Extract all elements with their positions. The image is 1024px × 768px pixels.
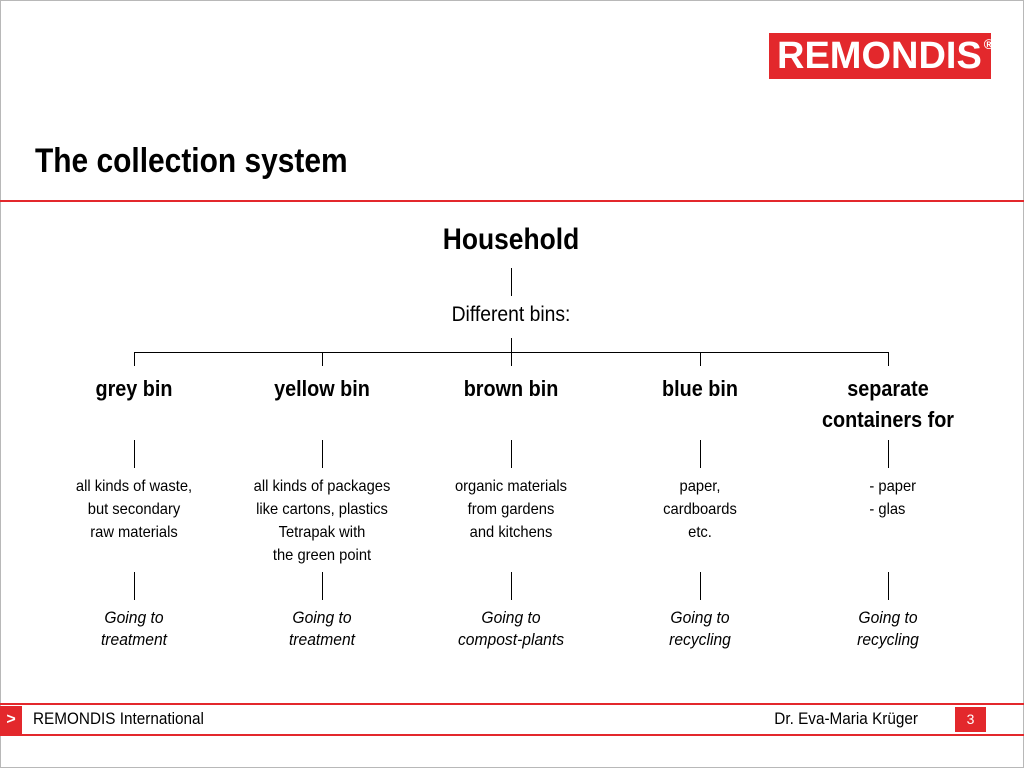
bin-title-separate: separate containers for — [821, 376, 955, 432]
tree-subtitle: Different bins: — [451, 303, 571, 326]
footer-top-rule — [0, 703, 1024, 705]
connector-yellow-2 — [322, 572, 323, 600]
branch-drop-3 — [511, 352, 512, 366]
footer-author: Dr. Eva-Maria Krüger — [774, 709, 918, 728]
connector-separate-2 — [888, 572, 889, 600]
footer-company: REMONDIS International — [33, 709, 204, 728]
connector-root — [511, 268, 512, 296]
tree-root-household: Household — [442, 223, 580, 256]
remondis-logo: REMONDIS® — [769, 33, 994, 79]
page-number: 3 — [955, 707, 986, 732]
footer-bottom-rule — [0, 734, 1024, 736]
branch-drop-1 — [134, 352, 135, 366]
bin-title-blue: blue bin — [662, 376, 738, 401]
slide-title: The collection system — [35, 142, 348, 180]
branch-drop-2 — [322, 352, 323, 366]
branch-drop-5 — [888, 352, 889, 366]
connector-grey-2 — [134, 572, 135, 600]
bin-title-brown: brown bin — [463, 376, 559, 401]
arrow-right-icon: > — [0, 706, 22, 734]
connector-brown-2 — [511, 572, 512, 600]
connector-blue-1 — [700, 440, 701, 468]
bin-title-grey: grey bin — [95, 376, 173, 401]
connector-yellow-1 — [322, 440, 323, 468]
bin-desc-separate: - paper- glas — [869, 478, 917, 518]
connector-brown-1 — [511, 440, 512, 468]
title-divider — [0, 200, 1024, 202]
bin-title-yellow: yellow bin — [274, 376, 370, 401]
branch-drop-4 — [700, 352, 701, 366]
connector-separate-1 — [888, 440, 889, 468]
connector-grey-1 — [134, 440, 135, 468]
connector-blue-2 — [700, 572, 701, 600]
